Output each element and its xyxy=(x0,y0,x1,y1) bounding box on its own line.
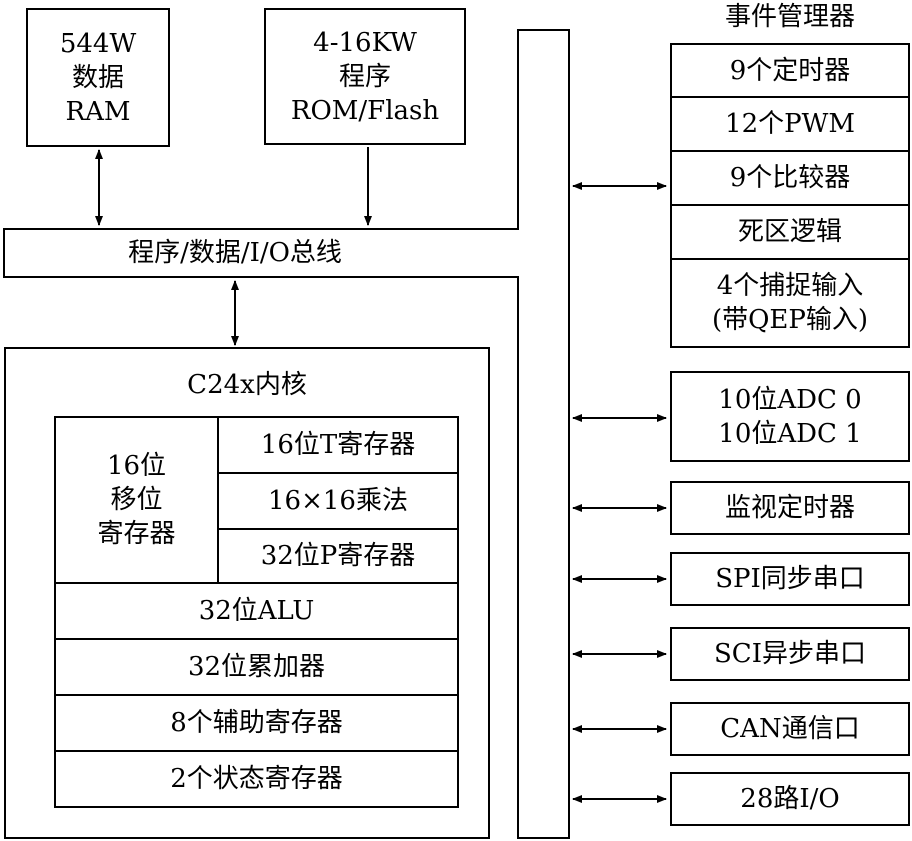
sci-block: SCI异步串口 xyxy=(670,627,910,681)
spi-block: SPI同步串口 xyxy=(670,552,910,606)
em-pwm: 12个PWM xyxy=(670,96,910,152)
em-capture: 4个捕捉输入 (带QEP输入) xyxy=(670,258,910,348)
io-block: 28路I/O xyxy=(670,772,910,826)
accumulator: 32位累加器 xyxy=(54,638,459,696)
status-registers: 2个状态寄存器 xyxy=(54,750,459,808)
em-dead-band: 死区逻辑 xyxy=(670,204,910,260)
can-block: CAN通信口 xyxy=(670,702,910,756)
p-register: 32位P寄存器 xyxy=(217,528,459,584)
core-title: C24x内核 xyxy=(187,370,307,400)
shifter-register: 16位 移位 寄存器 xyxy=(54,416,219,584)
program-rom-block: 4-16KW 程序 ROM/Flash xyxy=(264,8,466,145)
data-ram-block: 544W 数据 RAM xyxy=(26,8,170,147)
em-timers: 9个定时器 xyxy=(670,43,910,98)
aux-registers: 8个辅助寄存器 xyxy=(54,694,459,752)
event-manager-title: 事件管理器 xyxy=(724,2,855,32)
watchdog-block: 监视定时器 xyxy=(670,481,910,535)
bus-label: 程序/数据/I/O总线 xyxy=(128,238,342,268)
multiplier: 16×16乘法 xyxy=(217,472,459,530)
adc-block: 10位ADC 0 10位ADC 1 xyxy=(670,371,910,462)
system-bus xyxy=(3,29,570,839)
alu: 32位ALU xyxy=(54,582,459,640)
em-comparators: 9个比较器 xyxy=(670,150,910,206)
t-register: 16位T寄存器 xyxy=(217,416,459,474)
